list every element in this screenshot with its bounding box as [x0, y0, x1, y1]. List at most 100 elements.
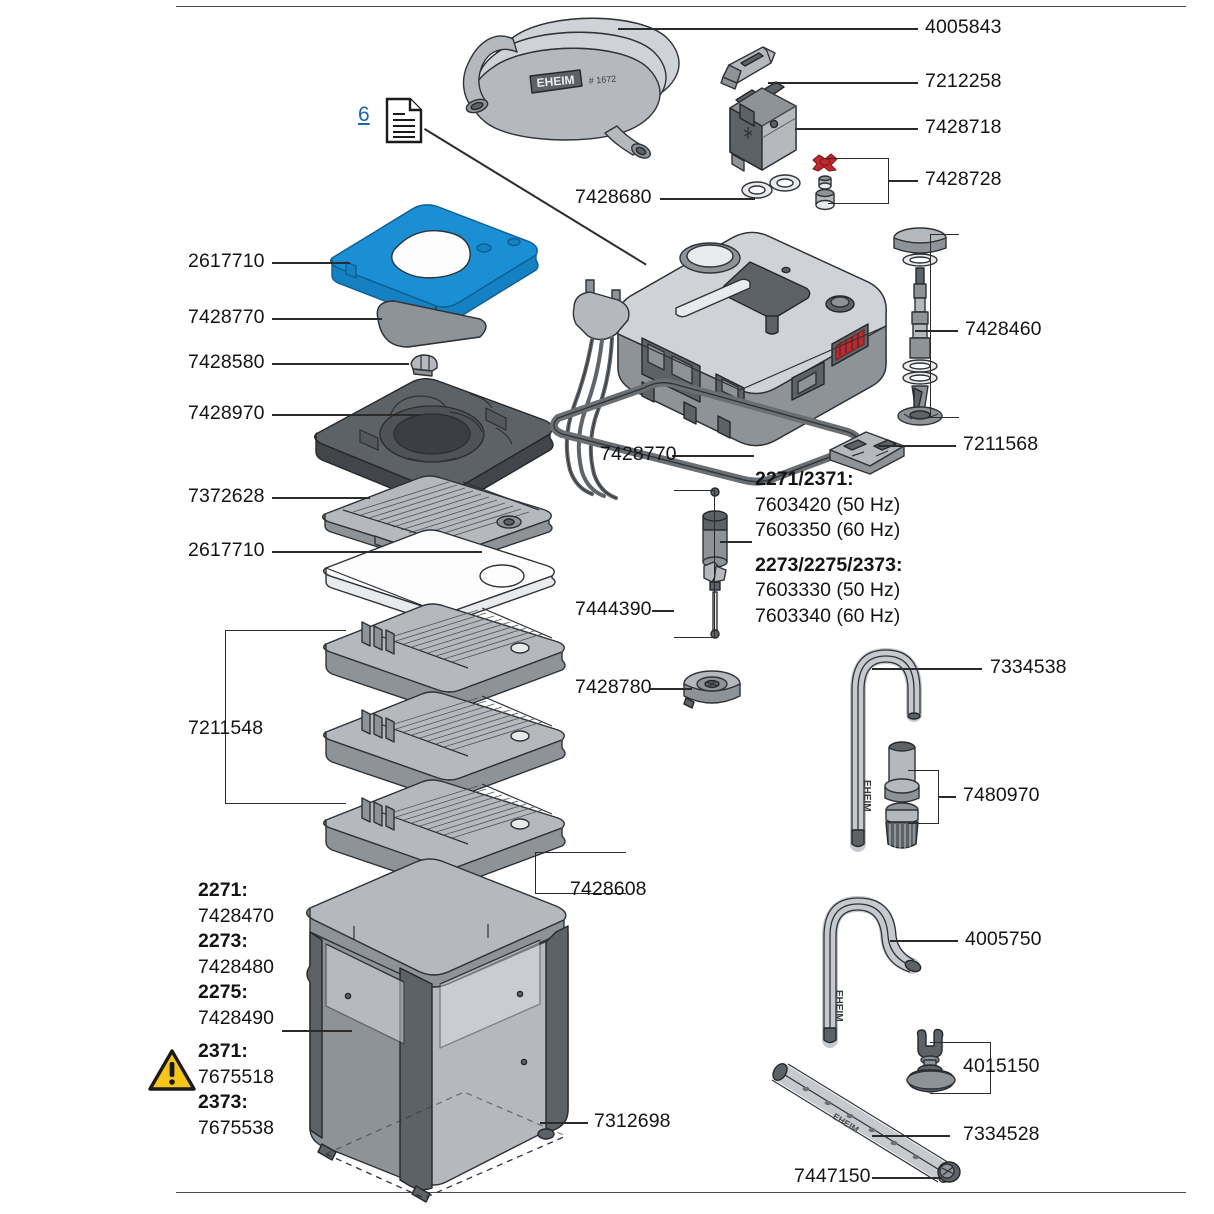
inflow-pipe-illustration: EHEIM [812, 890, 932, 1050]
leader-7334538 [872, 668, 982, 670]
label-4005750: 4005750 [965, 928, 1042, 950]
label-2617710-top: 2617710 [188, 250, 265, 272]
canister-model-2271: 2271: [198, 879, 248, 901]
leader-7428970 [272, 414, 420, 416]
leader-7480970 [938, 796, 956, 798]
label-7447150: 7447150 [794, 1165, 871, 1187]
leader-7334528 [872, 1135, 950, 1137]
pump-model-a-60hz: 7603350 (60 Hz) [755, 519, 901, 541]
label-7428770-left: 7428770 [188, 306, 265, 328]
svg-text:EHEIM: EHEIM [833, 990, 844, 1022]
leader-7428770-center [672, 455, 754, 457]
leader-7428728 [888, 180, 918, 182]
label-7480970: 7480970 [963, 784, 1040, 806]
intake-strainer-illustration [876, 740, 932, 850]
o-ring-pair-illustration [740, 172, 804, 202]
canister-part-2271: 7428470 [198, 904, 274, 927]
leader-7428718 [795, 128, 918, 130]
leader-7428680 [660, 198, 755, 200]
leader-7444390 [652, 610, 674, 612]
label-4005843: 4005843 [925, 16, 1002, 38]
leader-7428460-inner [915, 330, 958, 332]
leader-canister-group [282, 1030, 352, 1032]
document-icon[interactable] [385, 97, 423, 144]
canister-model-2373: 2373: [198, 1091, 248, 1113]
outflow-pipe-illustration: EHEIM [842, 630, 922, 852]
bracket-7428728 [828, 158, 889, 204]
pump-model-b-50hz: 7603330 (50 Hz) [755, 579, 901, 601]
bracket-7428460 [930, 234, 959, 418]
canister-part-2273: 7428480 [198, 955, 274, 978]
leader-7428780 [650, 688, 692, 690]
canister-part-2371: 7675518 [198, 1065, 274, 1088]
top-divider [176, 6, 1186, 7]
canister-model-2371: 2371: [198, 1040, 248, 1062]
canister-model-group: 2271: 7428470 2273: 7428480 2275: 742849… [198, 878, 274, 1141]
pump-head-seat-illustration [300, 372, 570, 508]
bracket-7444390 [674, 490, 715, 638]
label-7428780: 7428780 [575, 676, 652, 698]
svg-text:EHEIM: EHEIM [536, 73, 575, 90]
reference-link-6[interactable]: 6 [358, 103, 370, 126]
svg-text:# 1672: # 1672 [588, 74, 616, 86]
canister-part-2373: 7675538 [198, 1116, 274, 1139]
label-7428770-center: 7428770 [600, 443, 677, 465]
leader-7212258 [768, 82, 918, 84]
label-7211568: 7211568 [963, 433, 1039, 455]
hose-coil-illustration: EHEIM # 1672 [455, 8, 695, 163]
pump-model-a-50hz: 7603420 (50 Hz) [755, 493, 901, 516]
bracket-4015150 [930, 1042, 991, 1094]
label-7312698: 7312698 [594, 1110, 671, 1132]
leader-7312698 [540, 1122, 588, 1124]
canister-model-2273: 2273: [198, 930, 248, 952]
bracket-7211548 [225, 630, 346, 804]
label-7444390: 7444390 [575, 598, 652, 620]
hose-clip-illustration [715, 45, 785, 90]
bracket-7480970 [908, 770, 939, 824]
label-7372628: 7372628 [188, 485, 265, 507]
pump-model-group: 2271/2371: 7603420 (50 Hz) 7603350 (60 H… [755, 467, 902, 629]
leader-7211568 [878, 445, 956, 447]
label-7428970: 7428970 [188, 402, 265, 424]
bracket-7428608 [535, 852, 626, 894]
center-seal-frame-illustration [548, 378, 868, 488]
label-7334528: 7334528 [963, 1123, 1040, 1145]
leader-4005750 [890, 940, 958, 942]
svg-text:EHEIM: EHEIM [861, 780, 872, 812]
bottom-divider [176, 1192, 1186, 1193]
pump-model-b: 2273/2275/2373: [755, 553, 903, 576]
small-clip-illustration [405, 352, 443, 378]
impeller-cover-illustration [680, 668, 744, 718]
pump-model-a: 2271/2371: [755, 468, 854, 490]
valve-parts-illustration [805, 148, 845, 211]
leader-7447150 [872, 1177, 942, 1179]
label-7428580: 7428580 [188, 351, 265, 373]
hose-adapter-illustration [718, 78, 806, 178]
canister-model-2275: 2275: [198, 981, 248, 1003]
pump-head-illustration [600, 216, 900, 466]
label-7212258: 7212258 [925, 70, 1002, 92]
leader-4005843 [618, 28, 918, 30]
label-7211548: 7211548 [188, 717, 264, 739]
label-7428680: 7428680 [575, 186, 652, 208]
canister-body-illustration [288, 848, 588, 1203]
impeller-shaft-illustration [892, 226, 952, 426]
upper-seal-ring-illustration [368, 295, 498, 355]
canister-part-2275: 7428490 [198, 1006, 274, 1029]
leader-7428580 [272, 363, 409, 365]
label-7334538: 7334538 [990, 656, 1067, 678]
leader-2617710-mid [272, 551, 482, 553]
pump-model-b-60hz: 7603340 (60 Hz) [755, 604, 901, 627]
label-4015150: 4015150 [963, 1055, 1040, 1077]
leader-2617710-top [272, 262, 350, 264]
warning-triangle-icon [148, 1048, 196, 1092]
blue-cover-illustration [318, 200, 558, 323]
mounting-bracket-illustration [822, 428, 912, 475]
label-7428728: 7428728 [925, 168, 1002, 190]
label-7428460: 7428460 [965, 318, 1042, 340]
end-cap-illustration [932, 1158, 968, 1190]
leader-7372628 [272, 497, 370, 499]
label-2617710-mid: 2617710 [188, 539, 265, 561]
leader-pump-group [720, 541, 752, 543]
